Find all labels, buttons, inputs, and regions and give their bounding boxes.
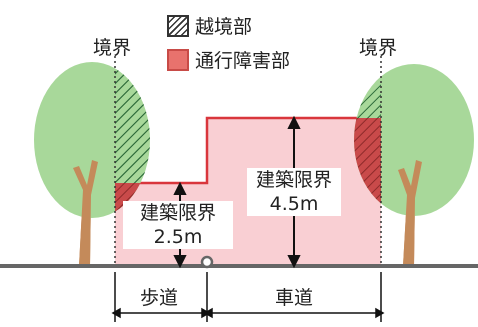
left-obstruction-area	[115, 183, 141, 212]
boundary-right-label: 境界	[359, 37, 398, 59]
legend-obstruction: 通行障害部	[167, 46, 290, 73]
sidewalk-clearance-label: 建築限界 2.5m	[123, 201, 233, 249]
roadway-clearance-label: 建築限界 4.5m	[247, 168, 341, 216]
hatch-pattern-icon	[167, 14, 189, 37]
left-overhang-hatch	[115, 68, 150, 183]
width-dimension-lines	[111, 272, 385, 322]
right-obstruction-area	[354, 118, 381, 204]
sidewalk-name-label: 歩道	[140, 287, 179, 309]
right-tree-icon	[354, 64, 474, 266]
sidewalk-height-text: 2.5m	[153, 226, 203, 248]
boundary-left-label: 境界	[93, 37, 132, 59]
curb-icon	[200, 255, 214, 269]
red-swatch-icon	[167, 48, 189, 71]
overhang-overlays	[115, 68, 381, 212]
legend-overhang-label: 越境部	[195, 16, 253, 38]
legend-overhang: 越境部	[167, 12, 252, 39]
right-overhang-hatch	[356, 76, 381, 118]
roadway-height-text: 4.5m	[269, 193, 319, 215]
sidewalk-limit-text: 建築限界	[139, 202, 216, 224]
right-tree-foliage	[354, 64, 474, 216]
roadway-name-label: 車道	[275, 287, 314, 309]
legend-obstruction-label: 通行障害部	[195, 50, 291, 72]
roadway-limit-text: 建築限界	[255, 169, 332, 191]
